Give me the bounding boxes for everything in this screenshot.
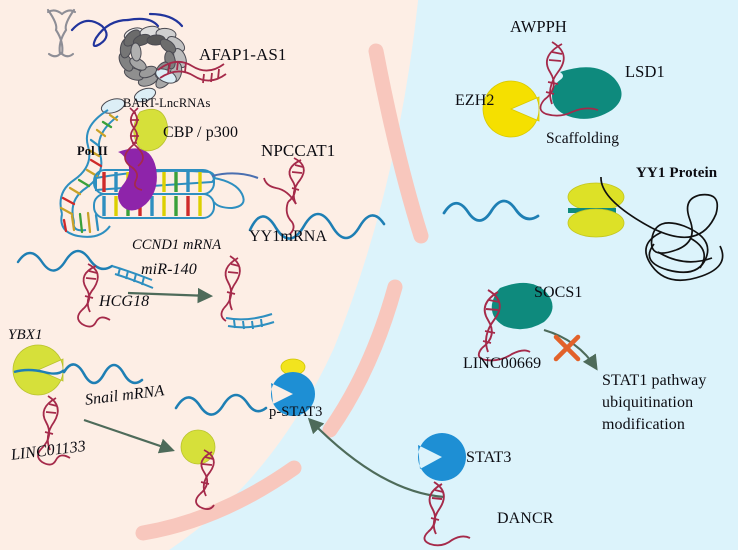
- label-scaffolding: Scaffolding: [546, 130, 620, 147]
- dancr-icon: [423, 481, 471, 547]
- bart-lncrnas-icon: [124, 107, 144, 191]
- nucleosome-bead: [133, 87, 157, 103]
- product-duplex-icon: [225, 313, 275, 330]
- hcg18-icon: [77, 263, 111, 328]
- p-stat3-protein-icon: [271, 372, 316, 417]
- cbp-p300-protein-icon: [133, 108, 169, 152]
- awpph-icon: [539, 41, 599, 117]
- label-stat1-pathway-line1: STAT1 pathway: [602, 372, 707, 389]
- label-bart-lncrnas: BART-LncRNAs: [123, 96, 211, 110]
- yy1-disc-lower: [567, 208, 625, 238]
- membrane-segment-top: [368, 43, 429, 244]
- label-linc00669: LINC00669: [463, 355, 542, 372]
- yy1-disc-upper: [567, 182, 625, 212]
- linc00669-icon: [477, 289, 531, 362]
- rna-polymerase-ii-icon: [118, 148, 157, 211]
- chromatin-strand: [70, 12, 184, 48]
- label-pol-ii: Pol II: [77, 144, 108, 158]
- membrane-segment-bottom: [135, 460, 302, 541]
- yy1-bound-mrna-icon: [442, 199, 540, 222]
- cell-membrane: [135, 43, 429, 541]
- ccnd1-mir140-duplex-icon: [111, 265, 154, 289]
- label-afap1-as1: AFAP1-AS1: [199, 45, 287, 64]
- npccat1-icon: [263, 157, 305, 235]
- yy1-mrna-wave-icon: [248, 212, 386, 240]
- label-awpph: AWPPH: [510, 17, 567, 36]
- label-socs1: SOCS1: [534, 284, 583, 301]
- inhibition-cross-icon: [553, 334, 581, 362]
- label-npccat1: NPCCAT1: [261, 141, 336, 160]
- linc01133-icon: [37, 395, 71, 466]
- arrow-hcg18-to-mir140: [127, 287, 214, 304]
- lsd1-protein-icon: [552, 67, 622, 119]
- label-yy1-protein: YY1 Protein: [636, 165, 718, 181]
- afap1-as1-icon: [157, 60, 227, 84]
- ezh2-protein-icon: [482, 80, 540, 138]
- stat3-protein-icon: [418, 433, 467, 482]
- label-mir-140: miR-140: [141, 261, 197, 278]
- intracellular-region: [0, 0, 419, 550]
- label-yy1-mrna: YY1mRNA: [249, 228, 328, 245]
- label-stat1-pathway-line3: modification: [602, 416, 685, 433]
- label-lsd1: LSD1: [625, 62, 665, 81]
- arrow-linc01133: [83, 418, 175, 454]
- arrow-dancr-to-pstat3: [307, 417, 445, 499]
- protein-tangle-icon: [600, 176, 724, 282]
- label-stat3: STAT3: [466, 449, 512, 466]
- label-dancr: DANCR: [497, 510, 554, 527]
- label-hcg18: HCG18: [99, 293, 150, 310]
- label-ccnd1-mrna: CCND1 mRNA: [132, 237, 222, 253]
- hcg18-product-icon: [220, 255, 241, 322]
- label-cbp-p300: CBP / p300: [163, 124, 239, 141]
- snail-mrna-wave-icon: [62, 363, 144, 385]
- label-ezh2: EZH2: [455, 92, 495, 109]
- socs1-protein-icon: [491, 282, 553, 330]
- snail-mrna-wave-right: [174, 393, 268, 416]
- label-stat1-pathway-line2: ubiquitination: [602, 394, 694, 411]
- arrow-linc00669-to-stat1: [543, 328, 598, 371]
- snail-mrna-entry: [13, 368, 65, 375]
- membrane-segment-middle: [322, 279, 403, 438]
- label-p-stat3: p-STAT3: [269, 404, 323, 420]
- chromosome-x-icon: [46, 8, 77, 58]
- label-ybx1: YBX1: [8, 327, 43, 343]
- linc01133-bound-icon: [195, 449, 215, 510]
